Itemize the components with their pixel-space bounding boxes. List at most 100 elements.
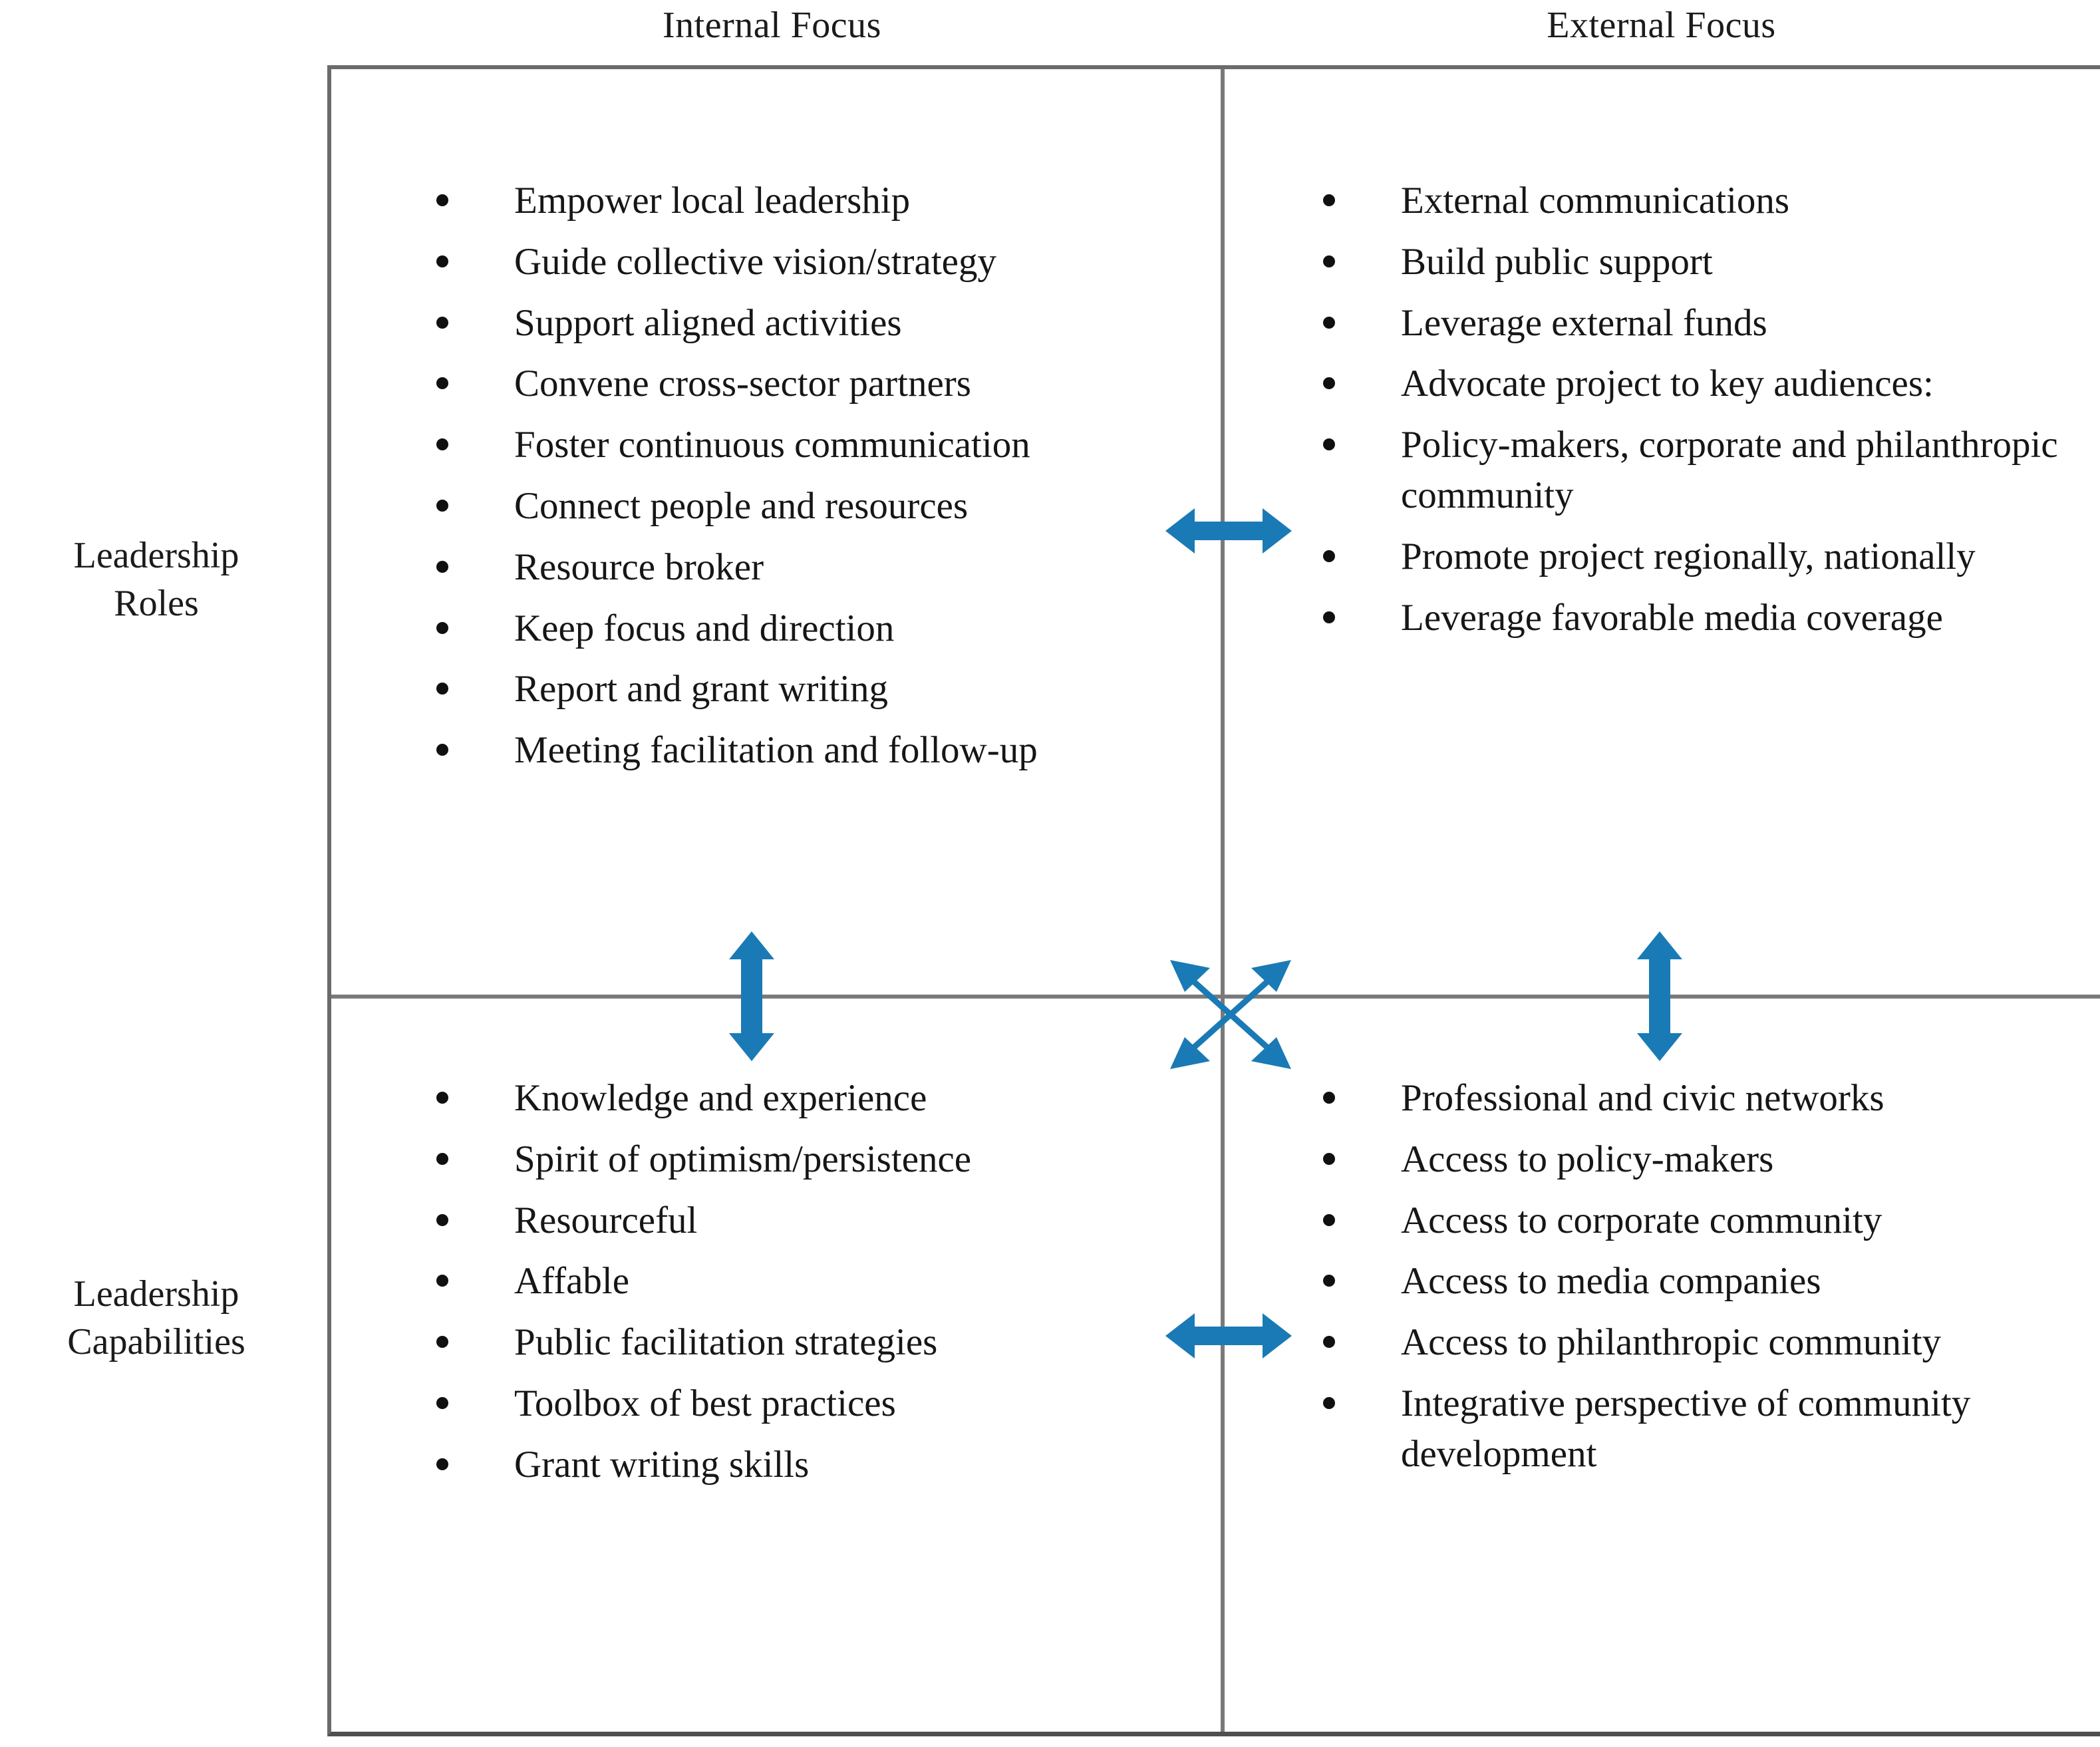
bullet-item: Access to media companies xyxy=(1318,1256,2100,1307)
bullet-item: Leverage external funds xyxy=(1318,298,2100,349)
bullet-item-label: Access to corporate community xyxy=(1401,1199,1882,1241)
bullet-dot-icon xyxy=(436,1336,448,1349)
bullet-item-label: Resource broker xyxy=(514,546,764,588)
bullet-dot-icon xyxy=(436,744,448,756)
bullet-item: Professional and civic networks xyxy=(1318,1073,2100,1124)
bullet-item-label: Guide collective vision/strategy xyxy=(514,240,996,283)
bullet-dot-icon xyxy=(436,621,448,634)
bullet-item: Grant writing skills xyxy=(431,1440,1219,1490)
bullet-item: External communications xyxy=(1318,176,2100,226)
bullet-item: Connect people and resources xyxy=(431,481,1219,532)
bullet-item-label: Toolbox of best practices xyxy=(514,1382,896,1424)
bullet-dot-icon xyxy=(436,499,448,512)
bullet-item-label: Public facilitation strategies xyxy=(514,1321,938,1364)
bullet-dot-icon xyxy=(1323,1275,1335,1287)
bullet-item-label: Access to media companies xyxy=(1401,1260,1821,1303)
bullet-item-label: Connect people and resources xyxy=(514,484,969,527)
bullet-dot-icon xyxy=(436,1152,448,1165)
roles-horizontal-arrow-icon xyxy=(1165,491,1292,571)
bullet-item: Convene cross-sector partners xyxy=(431,359,1219,409)
bullet-dot-icon xyxy=(436,1213,448,1226)
bullet-item: Foster continuous communication xyxy=(431,420,1219,470)
bullet-item-label: Professional and civic networks xyxy=(1401,1077,1884,1119)
bullet-item-label: Access to philanthropic community xyxy=(1401,1321,1942,1364)
internal-vertical-arrow-icon xyxy=(712,931,792,1061)
column-header-external-focus: External Focus xyxy=(1547,5,1776,46)
bullet-item-label: Affable xyxy=(514,1260,630,1303)
bullet-item-label: Report and grant writing xyxy=(514,668,888,711)
bullet-item: Guide collective vision/strategy xyxy=(431,237,1219,287)
bullet-item-label: Support aligned activities xyxy=(514,301,902,344)
bullet-item: Support aligned activities xyxy=(431,298,1219,349)
center-four-way-diagonal-arrow-icon xyxy=(1161,948,1300,1081)
bullet-item-label: Leverage external funds xyxy=(1401,301,1767,344)
bullet-item: Access to philanthropic community xyxy=(1318,1317,2100,1368)
row-label-leadership-capabilities: Leadership Capabilities xyxy=(0,1271,313,1366)
bullet-item: Knowledge and experience xyxy=(431,1073,1219,1124)
bullet-item: Meeting facilitation and follow-up xyxy=(431,725,1219,776)
bullet-item-label: Advocate project to key audiences: xyxy=(1401,363,1934,405)
bullet-dot-icon xyxy=(436,316,448,329)
bullet-dot-icon xyxy=(1323,255,1335,267)
bullet-dot-icon xyxy=(436,377,448,390)
bullet-item: Leverage favorable media coverage xyxy=(1318,593,2100,643)
bullet-item: Access to policy-makers xyxy=(1318,1134,2100,1185)
row-label-leadership-roles-line2: Roles xyxy=(114,582,199,624)
bullet-item-label: Resourceful xyxy=(514,1199,698,1241)
bullet-item-label: Keep focus and direction xyxy=(514,607,895,649)
bullet-item: Advocate project to key audiences: xyxy=(1318,359,2100,409)
bullet-item-label: Meeting facilitation and follow-up xyxy=(514,729,1038,772)
bullet-item: Resourceful xyxy=(431,1195,1219,1246)
capabilities-horizontal-arrow-icon xyxy=(1165,1296,1292,1376)
row-label-leadership-roles: Leadership Roles xyxy=(0,532,313,627)
bullet-dot-icon xyxy=(436,560,448,573)
bullet-item-label: Grant writing skills xyxy=(514,1443,810,1486)
bullet-item: Toolbox of best practices xyxy=(431,1378,1219,1429)
bullet-item: Public facilitation strategies xyxy=(431,1317,1219,1368)
column-header-internal-focus: Internal Focus xyxy=(663,5,881,46)
bullet-item: Keep focus and direction xyxy=(431,603,1219,654)
bullet-dot-icon xyxy=(1323,1213,1335,1226)
bullet-dot-icon xyxy=(436,1092,448,1104)
bullet-item-label: Policy-makers, corporate and philanthrop… xyxy=(1401,424,2058,516)
bullet-dot-icon xyxy=(436,438,448,451)
external-vertical-arrow-icon xyxy=(1620,931,1700,1061)
row-label-leadership-capabilities-line2: Capabilities xyxy=(67,1321,245,1362)
bullet-item-label: Integrative perspective of community dev… xyxy=(1401,1382,1971,1475)
bullet-item-label: Access to policy-makers xyxy=(1401,1138,1774,1180)
vertical-divider-line xyxy=(1221,69,1225,1732)
row-label-leadership-roles-line1: Leadership xyxy=(73,535,239,576)
bullet-item-label: Convene cross-sector partners xyxy=(514,363,971,405)
bullet-item: Report and grant writing xyxy=(431,664,1219,715)
bullet-dot-icon xyxy=(436,255,448,267)
bullet-item-label: Build public support xyxy=(1401,240,1713,283)
bullet-item: Affable xyxy=(431,1256,1219,1307)
bullet-dot-icon xyxy=(1323,1396,1335,1409)
bullet-item: Empower local leadership xyxy=(431,176,1219,226)
bullet-dot-icon xyxy=(1323,611,1335,623)
row-label-leadership-capabilities-line1: Leadership xyxy=(73,1273,239,1315)
bullet-dot-icon xyxy=(1323,438,1335,451)
horizontal-divider-line xyxy=(331,995,2100,999)
bullet-dot-icon xyxy=(436,1458,448,1470)
bullet-item: Integrative perspective of community dev… xyxy=(1318,1378,2100,1480)
bullet-item-label: Spirit of optimism/persistence xyxy=(514,1138,972,1180)
bullet-dot-icon xyxy=(436,1396,448,1409)
bullet-item-label: Promote project regionally, nationally xyxy=(1401,535,1976,577)
bullet-dot-icon xyxy=(1323,316,1335,329)
bullet-item: Policy-makers, corporate and philanthrop… xyxy=(1318,420,2100,521)
bullet-item-label: Knowledge and experience xyxy=(514,1077,927,1119)
bullet-dot-icon xyxy=(1323,1336,1335,1349)
bullet-item-label: External communications xyxy=(1401,180,1790,222)
bullet-item: Promote project regionally, nationally xyxy=(1318,532,2100,582)
bullet-item-label: Leverage favorable media coverage xyxy=(1401,596,1943,639)
bullet-dot-icon xyxy=(1323,1152,1335,1165)
